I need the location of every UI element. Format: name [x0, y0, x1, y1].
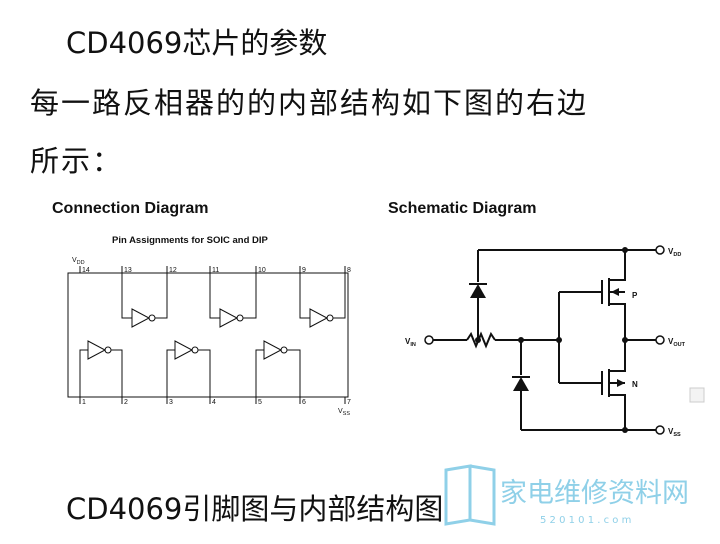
- pin-12-label: 12: [169, 267, 177, 274]
- terminals: [424, 245, 665, 435]
- vdd-label: VDD: [668, 247, 681, 258]
- figure-caption: CD4069引脚图与内部结构图: [66, 492, 444, 526]
- description-line-2: 所示：: [30, 144, 124, 178]
- pin-14-label: 14: [82, 267, 90, 274]
- vin-terminal: [424, 335, 434, 345]
- inverter-top-2: [209, 273, 257, 328]
- pin-13-label: 13: [124, 267, 132, 274]
- diode-down-icon: [513, 377, 529, 391]
- input-resistor: [466, 331, 496, 349]
- watermark: 家电维修资料网 5 2 0 1 0 1 . c o m: [444, 464, 689, 526]
- junction-dots: [475, 247, 628, 433]
- chip-package: [67, 272, 349, 398]
- pin-9-label: 9: [302, 267, 306, 274]
- connection-diagram: [67, 266, 349, 404]
- top-pin-numbers: 14 13 12 11 10 9 8: [82, 267, 351, 274]
- pin-1-label: 1: [82, 399, 86, 406]
- connection-diagram-heading: Connection Diagram: [52, 200, 209, 217]
- nmos-label: N: [632, 380, 638, 389]
- pin-2-label: 2: [124, 399, 128, 406]
- pin-7-label: 7: [347, 399, 351, 406]
- vdd-pin-label: VDD: [72, 257, 85, 266]
- page-title: CD4069芯片的参数: [66, 26, 328, 60]
- pin-11-label: 11: [212, 267, 219, 274]
- inverter-bottom-1: [79, 340, 123, 397]
- vss-label: VSS: [668, 427, 681, 438]
- pin-10-label: 10: [258, 267, 266, 274]
- vout-label: VOUT: [668, 337, 686, 348]
- pin-4-label: 4: [212, 399, 216, 406]
- pin-assignments-heading: Pin Assignments for SOIC and DIP: [112, 235, 268, 246]
- pin-6-label: 6: [302, 399, 306, 406]
- schematic-diagram-heading: Schematic Diagram: [388, 200, 537, 217]
- vdd-terminal: [655, 245, 665, 255]
- vin-label: VIN: [405, 337, 416, 348]
- watermark-logo-icon: [444, 464, 472, 526]
- vout-terminal: [655, 335, 665, 345]
- vss-terminal: [655, 425, 665, 435]
- watermark-text: 家电维修资料网: [500, 478, 689, 509]
- watermark-url: 5 2 0 1 0 1 . c o m: [540, 515, 631, 526]
- inverter-bottom-3: [255, 340, 301, 397]
- pmos-arrow-icon: [611, 288, 619, 296]
- pmos-label: P: [632, 291, 638, 300]
- pin-8-label: 8: [347, 267, 351, 274]
- nmos-arrow-icon: [617, 379, 625, 387]
- description-line-1: 每一路反相器的的内部结构如下图的右边: [30, 86, 589, 120]
- bottom-pin-ticks: [79, 397, 346, 404]
- pin-5-label: 5: [258, 399, 262, 406]
- side-marker: [689, 387, 705, 403]
- pin-3-label: 3: [169, 399, 173, 406]
- top-pin-ticks: [79, 266, 346, 273]
- vss-pin-label: VSS: [338, 408, 350, 417]
- inverter-top-3: [299, 273, 346, 328]
- bottom-pin-numbers: 1 2 3 4 5 6 7: [82, 399, 351, 406]
- inverter-bottom-2: [166, 340, 211, 397]
- diode-up-icon: [470, 284, 486, 298]
- inverter-top-1: [121, 273, 168, 328]
